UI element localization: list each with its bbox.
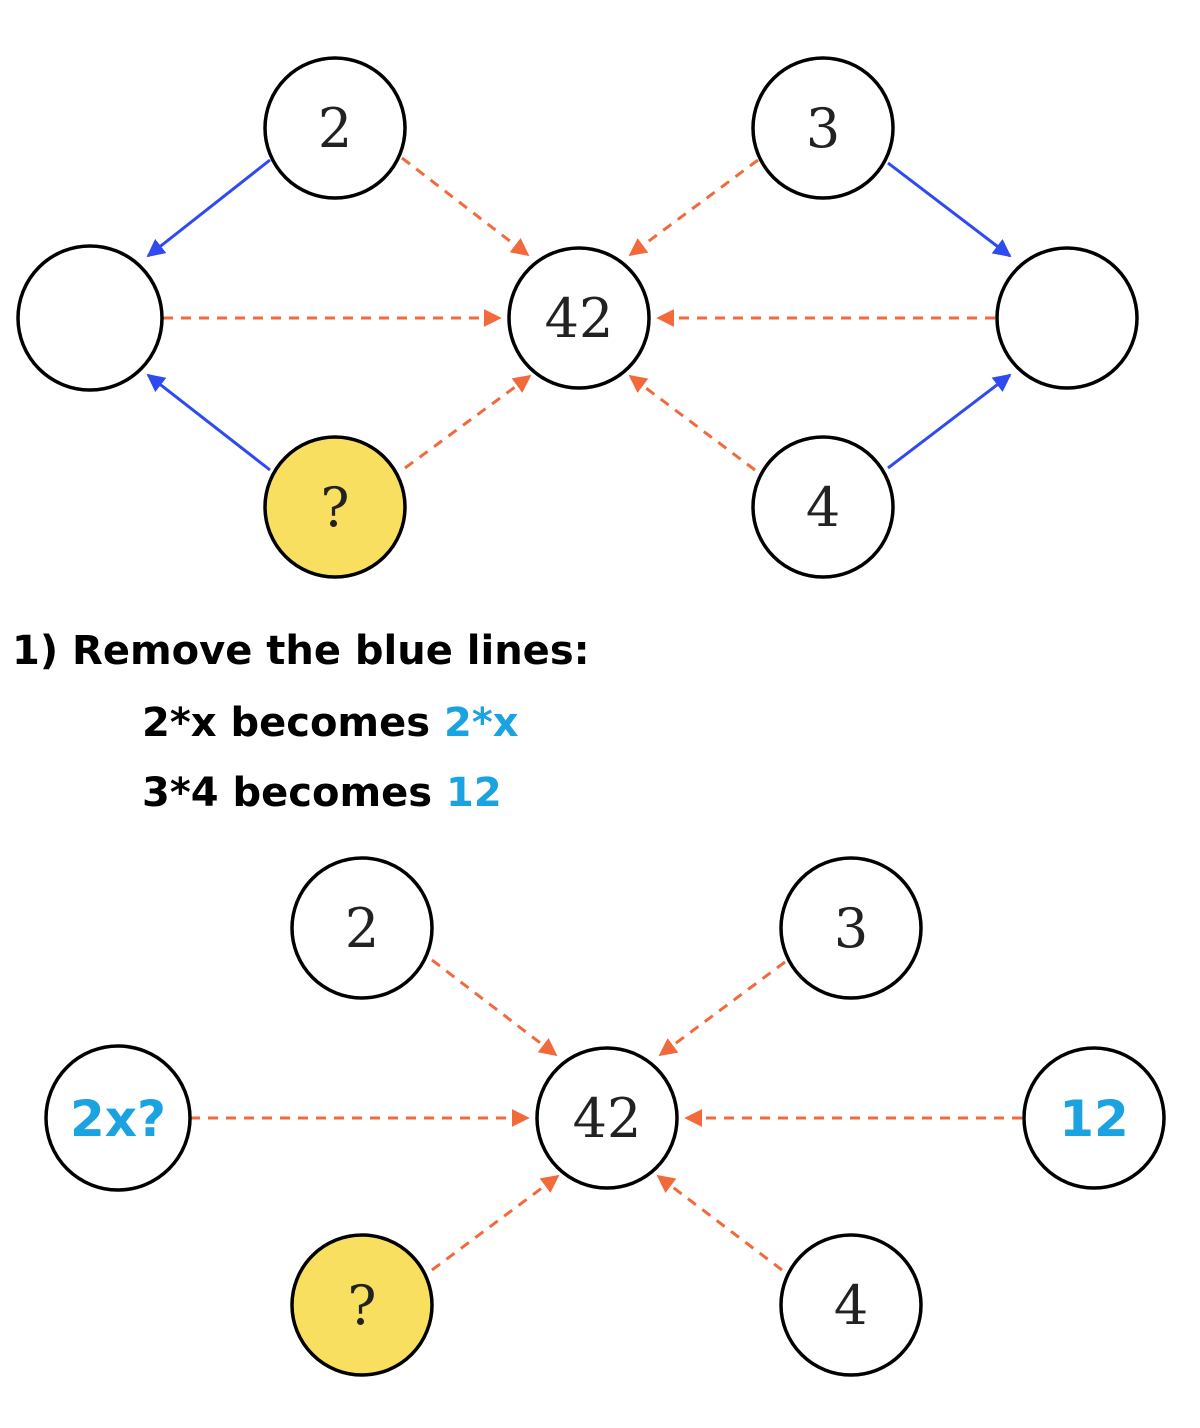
edge-top-right-to-right [887,161,1012,258]
node-bottom-right: 4 [751,435,895,579]
node-bottom-right-label: 4 [806,476,840,539]
node-bottom-left-label: ? [348,1274,377,1337]
node-top-right-label: 3 [806,97,840,160]
step-line-expr: 3*4 becomes [142,770,433,816]
node-left-label: 2x? [70,1090,166,1148]
edge-bottom-right-to-right [887,373,1012,470]
node-top-left: 2 [263,56,407,200]
node-bottom-left-label: ? [321,476,350,539]
node-top-right-label: 3 [834,897,868,960]
step-line-result: 12 [446,770,502,816]
diagram-top: 2 3 42 ? 4 [16,56,1139,579]
node-top-right: 3 [751,56,895,200]
edge-bottom-left-to-center [431,1174,560,1272]
edge-top-right-to-center [658,960,786,1057]
node-bottom-right-label: 4 [834,1274,868,1337]
step-line-expr: 2*x becomes [142,700,431,746]
node-center-label: 42 [573,1087,642,1150]
node-bottom-right: 4 [779,1233,923,1377]
diagram-bottom: 2 3 42 2x? 12 ? 4 [44,856,1166,1377]
edge-bottom-right-to-center [628,374,756,472]
node-top-left: 2 [290,856,434,1000]
node-center: 42 [507,246,651,390]
node-left [16,244,164,392]
edge-top-left-to-center [401,156,530,257]
edge-top-left-to-left [146,158,271,258]
edge-bottom-right-to-center [656,1174,783,1272]
edge-top-left-to-center [431,958,558,1057]
node-bottom-left: ? [263,435,407,579]
node-right [995,246,1139,390]
node-bottom-left: ? [290,1233,434,1377]
step-line: 3*4 becomes 12 [142,770,502,816]
step-line: 2*x becomes 2*x [142,700,519,746]
node-left: 2x? [44,1044,192,1192]
node-center: 42 [535,1046,679,1190]
node-center-label: 42 [545,287,614,350]
edge-top-right-to-center [628,158,759,257]
node-top-left-label: 2 [318,97,352,160]
node-top-right: 3 [779,856,923,1000]
node-right: 12 [1022,1046,1166,1190]
edge-bottom-left-to-left [146,373,271,472]
step-line-result: 2*x [443,700,519,746]
step-title: 1) Remove the blue lines: [12,628,590,674]
node-top-left-label: 2 [345,897,379,960]
node-right-label: 12 [1059,1090,1129,1148]
edge-bottom-left-to-center [404,374,532,470]
